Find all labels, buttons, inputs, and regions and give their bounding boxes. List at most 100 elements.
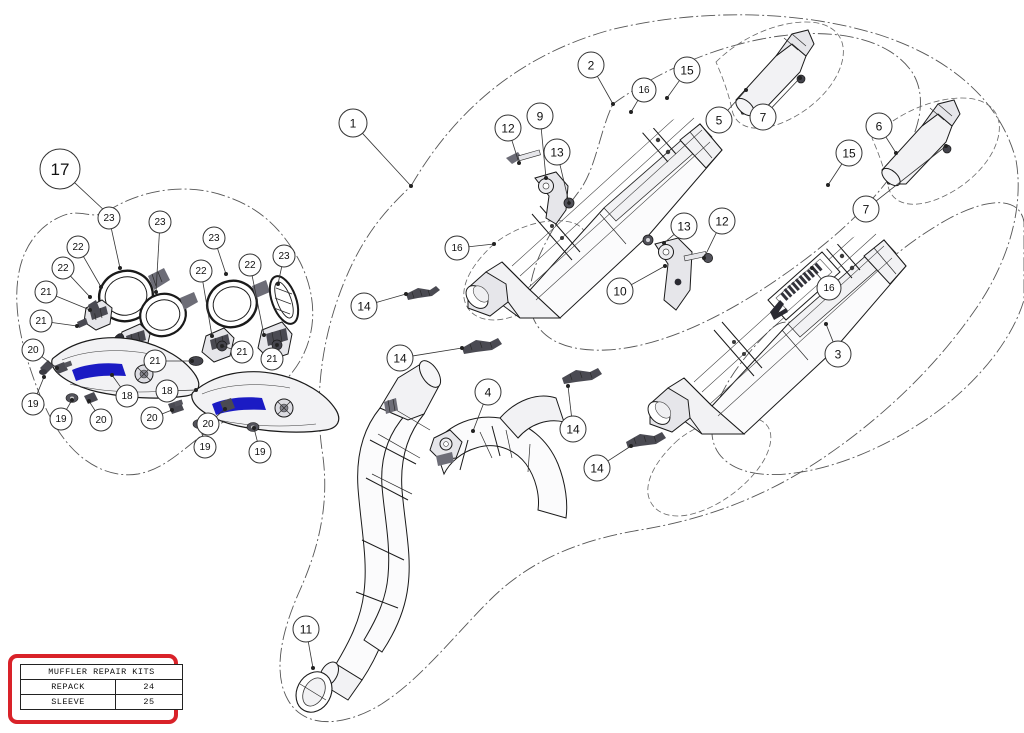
callout-bubble[interactable]: [526, 102, 554, 130]
callout-bubble[interactable]: [559, 415, 587, 443]
callout-bubble[interactable]: [494, 114, 522, 142]
callout-14[interactable]: 14: [583, 444, 633, 482]
callout-3[interactable]: 3: [824, 322, 852, 368]
callout-21[interactable]: 21: [260, 343, 284, 371]
callout-12[interactable]: 12: [702, 207, 736, 260]
callout-bubble[interactable]: [749, 103, 777, 131]
callout-4[interactable]: 4: [471, 378, 502, 433]
callout-10[interactable]: 10: [606, 264, 667, 305]
callout-16[interactable]: 16: [629, 77, 657, 114]
callout-bubble[interactable]: [89, 408, 113, 432]
callout-bubble[interactable]: [29, 309, 53, 333]
callout-bubble[interactable]: [386, 344, 414, 372]
callout-7[interactable]: 7: [749, 76, 802, 131]
callout-bubble[interactable]: [248, 440, 272, 464]
callout-bubble[interactable]: [230, 340, 254, 364]
callout-12[interactable]: 12: [494, 114, 522, 165]
callout-bubble[interactable]: [193, 435, 217, 459]
callout-21[interactable]: 21: [29, 309, 79, 333]
callout-21[interactable]: 21: [143, 349, 194, 373]
callout-bubble[interactable]: [708, 207, 736, 235]
callout-bubble[interactable]: [21, 338, 45, 362]
callout-16[interactable]: 16: [444, 235, 496, 261]
callout-bubble[interactable]: [816, 275, 842, 301]
callout-bubble[interactable]: [34, 280, 58, 304]
callout-18[interactable]: 18: [155, 379, 198, 403]
callout-bubble[interactable]: [350, 292, 378, 320]
leader-dot: [826, 183, 830, 187]
callout-19[interactable]: 19: [248, 426, 272, 464]
callout-14[interactable]: 14: [386, 344, 464, 372]
callout-bubble[interactable]: [338, 108, 368, 138]
callout-bubble[interactable]: [670, 212, 698, 240]
callout-bubble[interactable]: [543, 138, 571, 166]
callout-bubble[interactable]: [196, 412, 220, 436]
callout-21[interactable]: 21: [220, 340, 254, 364]
callout-14[interactable]: 14: [350, 292, 408, 320]
callout-15[interactable]: 15: [826, 139, 863, 187]
callout-bubble[interactable]: [272, 244, 296, 268]
callout-1[interactable]: 1: [338, 108, 413, 188]
callout-bubble[interactable]: [21, 392, 45, 416]
callout-bubble[interactable]: [835, 139, 863, 167]
callout-bubble[interactable]: [606, 277, 634, 305]
callout-16[interactable]: 16: [810, 266, 842, 301]
callout-bubble[interactable]: [444, 235, 470, 261]
callout-bubble[interactable]: [97, 206, 121, 230]
callout-19[interactable]: 19: [21, 375, 46, 416]
callout-21[interactable]: 21: [34, 280, 92, 312]
callout-bubble[interactable]: [115, 384, 139, 408]
callout-22[interactable]: 22: [238, 253, 266, 337]
callout-13[interactable]: 13: [543, 138, 571, 205]
callout-bubble[interactable]: [631, 77, 657, 103]
callout-bubble[interactable]: [852, 195, 880, 223]
callout-bubble[interactable]: [49, 407, 73, 431]
callout-bubble[interactable]: [202, 226, 226, 250]
callout-bubble[interactable]: [292, 615, 320, 643]
gasket-ring-11: [295, 671, 333, 713]
callout-bubble[interactable]: [51, 256, 75, 280]
callout-bubble[interactable]: [824, 340, 852, 368]
leader-dot: [663, 264, 667, 268]
callout-bubble[interactable]: [155, 379, 179, 403]
callout-20[interactable]: 20: [21, 338, 59, 370]
callout-18[interactable]: 18: [110, 373, 139, 408]
callout-23[interactable]: 23: [272, 244, 296, 286]
callout-bubble[interactable]: [143, 349, 167, 373]
callout-bubble[interactable]: [865, 112, 893, 140]
callout-22[interactable]: 22: [189, 259, 214, 338]
callout-bubble[interactable]: [260, 347, 284, 371]
callout-6[interactable]: 6: [865, 112, 898, 155]
callout-15[interactable]: 15: [665, 56, 701, 100]
callout-23[interactable]: 23: [97, 206, 122, 270]
callout-2[interactable]: 2: [577, 51, 615, 106]
callout-bubble[interactable]: [66, 235, 90, 259]
callout-9[interactable]: 9: [526, 102, 554, 180]
callout-22[interactable]: 22: [51, 256, 92, 299]
callout-number: 19: [254, 447, 266, 458]
callout-13[interactable]: 13: [662, 212, 698, 245]
callout-7[interactable]: 7: [852, 144, 948, 223]
callout-bubble[interactable]: [39, 148, 81, 190]
callout-23[interactable]: 23: [148, 210, 172, 294]
callout-bubble[interactable]: [140, 406, 164, 430]
callout-17[interactable]: 17: [39, 148, 108, 214]
callout-20[interactable]: 20: [196, 407, 227, 436]
callout-11[interactable]: 11: [292, 615, 320, 670]
callout-bubble[interactable]: [474, 378, 502, 406]
callout-5[interactable]: 5: [705, 88, 748, 134]
callout-bubble[interactable]: [148, 210, 172, 234]
callout-bubble[interactable]: [583, 454, 611, 482]
callout-bubble[interactable]: [577, 51, 605, 79]
callout-14[interactable]: 14: [559, 384, 587, 443]
callout-bubble[interactable]: [673, 56, 701, 84]
callout-bubble[interactable]: [705, 106, 733, 134]
callout-bubble[interactable]: [189, 259, 213, 283]
callout-19[interactable]: 19: [49, 398, 74, 431]
callout-bubble[interactable]: [238, 253, 262, 277]
callout-23[interactable]: 23: [202, 226, 228, 276]
callout-20[interactable]: 20: [140, 406, 174, 430]
callout-20[interactable]: 20: [87, 399, 113, 432]
callout-22[interactable]: 22: [66, 235, 103, 289]
